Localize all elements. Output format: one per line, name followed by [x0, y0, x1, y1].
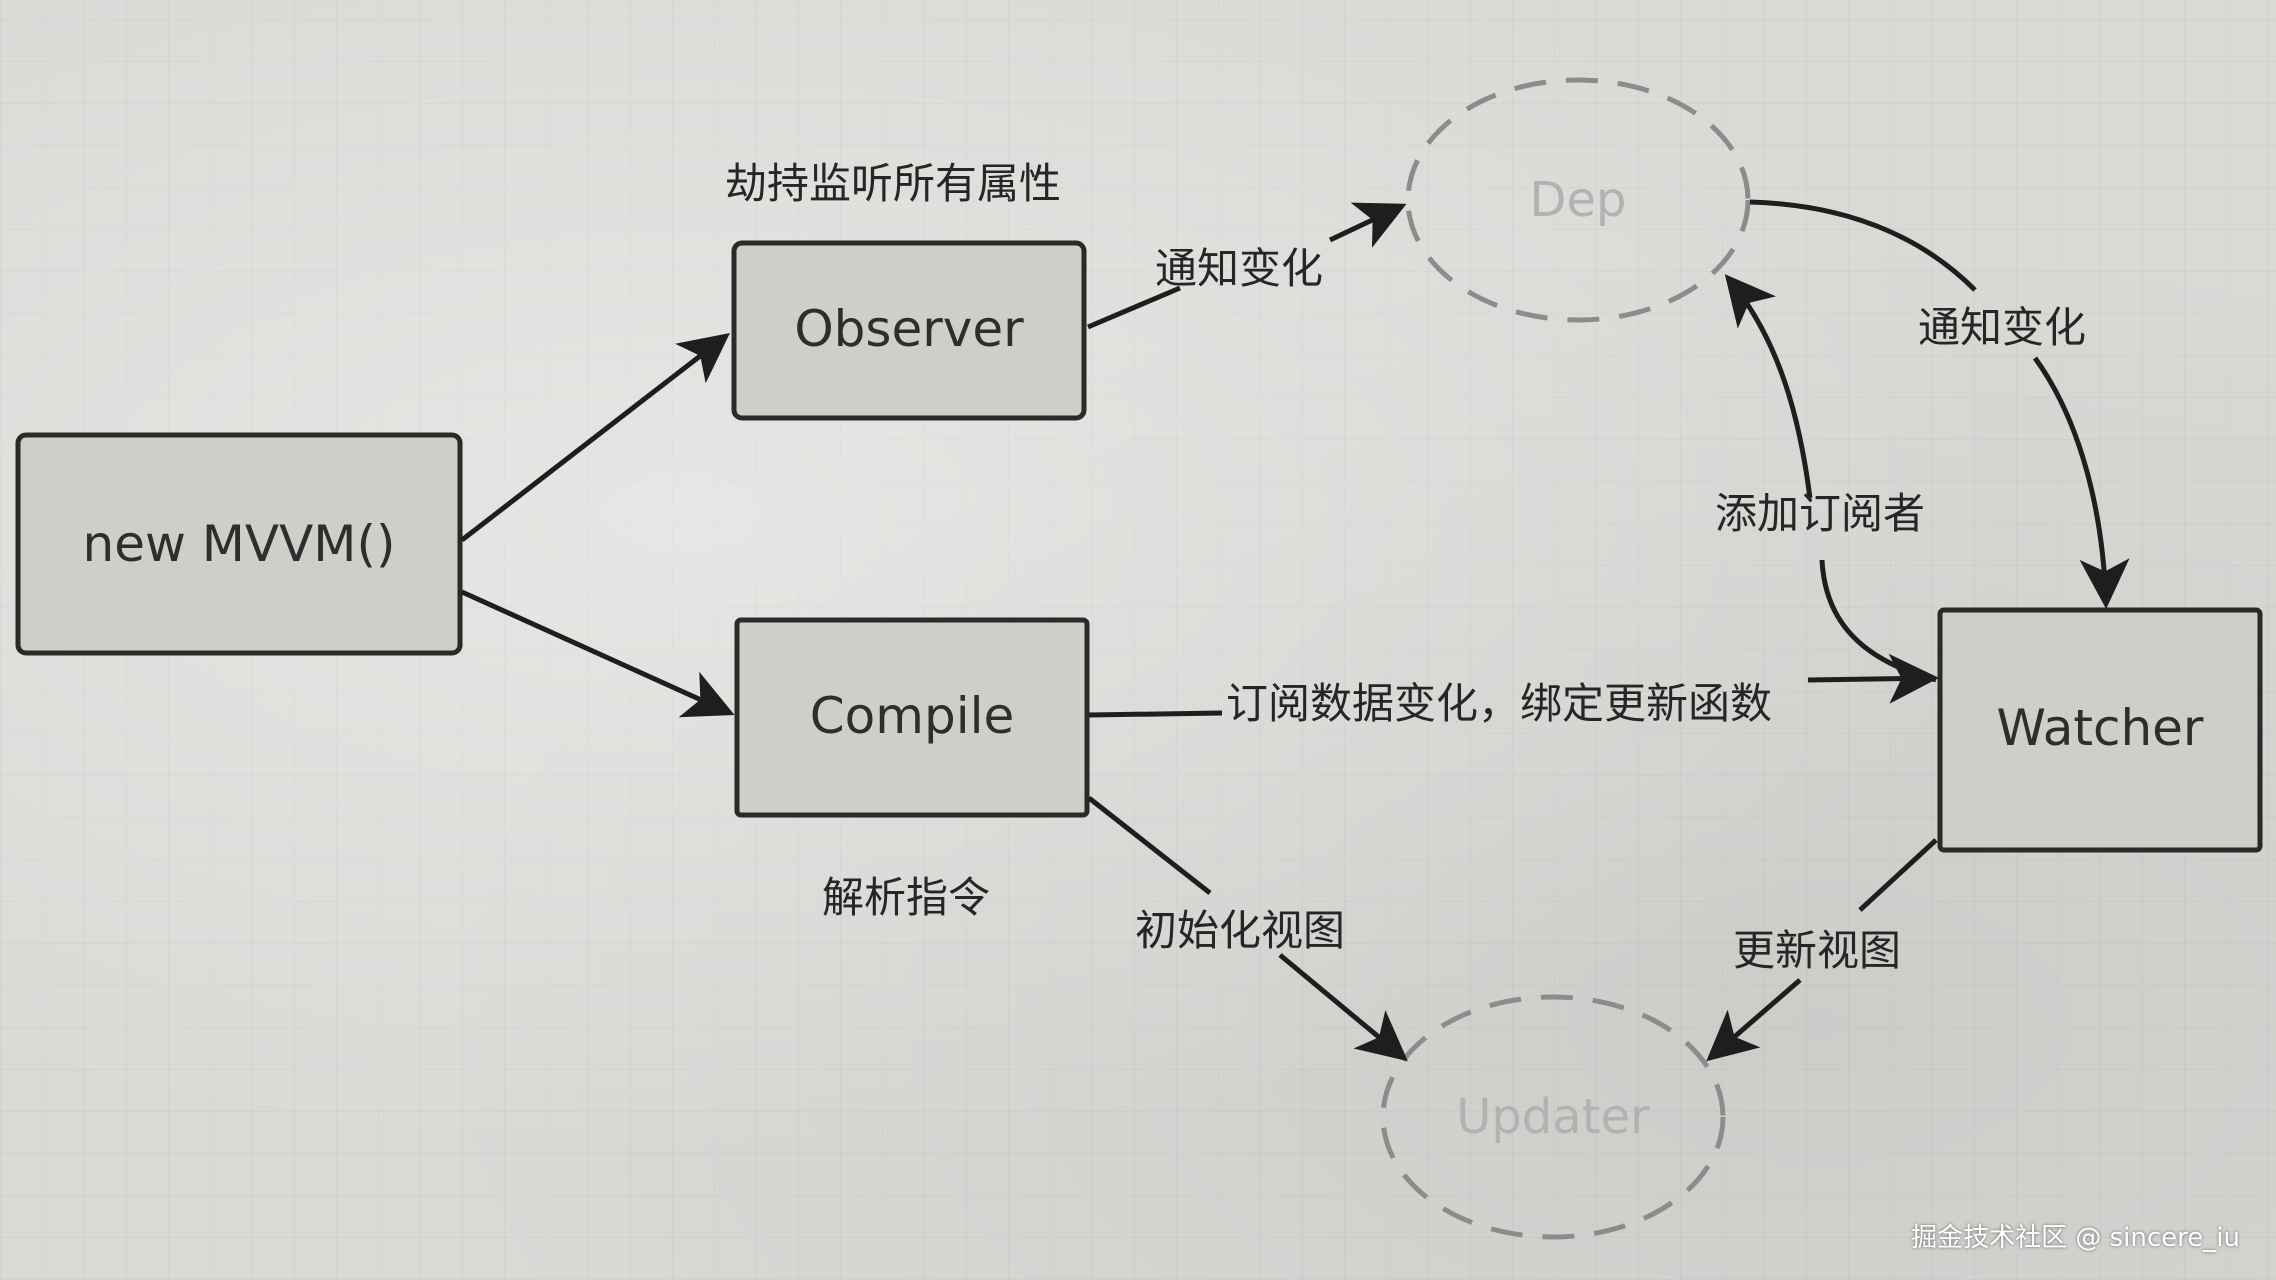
node-watcher-label: Watcher	[1997, 699, 2204, 757]
label-observer-to-dep: 通知变化	[1155, 244, 1323, 293]
label-compile-to-updater: 初始化视图	[1135, 906, 1345, 955]
edge-watcher-to-updater	[1710, 838, 1938, 1058]
edge-dep-to-watcher	[1749, 199, 2106, 604]
edge-mvvm-to-observer	[460, 332, 730, 542]
edge-compile-to-updater	[1087, 796, 1404, 1058]
label-dep-to-watcher: 通知变化	[1918, 303, 2086, 352]
edge-watcher-to-dep	[1728, 278, 1937, 683]
node-dep-label: Dep	[1530, 172, 1627, 228]
label-watcher-to-updater: 更新视图	[1733, 926, 1901, 975]
caption-compile: 解析指令	[822, 873, 990, 922]
node-new-mvvm: new MVVM()	[15, 432, 463, 656]
edge-observer-to-dep	[1087, 206, 1402, 330]
edge-mvvm-to-compile	[460, 589, 735, 718]
node-compile-label: Compile	[810, 687, 1015, 745]
edge-compile-to-watcher	[1088, 678, 1934, 715]
label-compile-to-watcher: 订阅数据变化，绑定更新函数	[1226, 679, 1772, 728]
caption-observer: 劫持监听所有属性	[725, 159, 1061, 208]
node-dep: Dep	[1405, 77, 1751, 323]
label-watcher-to-dep: 添加订阅者	[1715, 489, 1925, 538]
node-new-mvvm-label: new MVVM()	[83, 515, 396, 573]
node-observer: Observer	[731, 240, 1087, 421]
node-updater: Updater	[1380, 994, 1726, 1240]
node-watcher: Watcher	[1937, 607, 2263, 853]
node-updater-label: Updater	[1456, 1089, 1650, 1145]
node-observer-label: Observer	[794, 300, 1024, 358]
node-compile: Compile	[734, 617, 1090, 818]
watermark-text: 掘金技术社区 @ sincere_iu	[1911, 1223, 2240, 1253]
